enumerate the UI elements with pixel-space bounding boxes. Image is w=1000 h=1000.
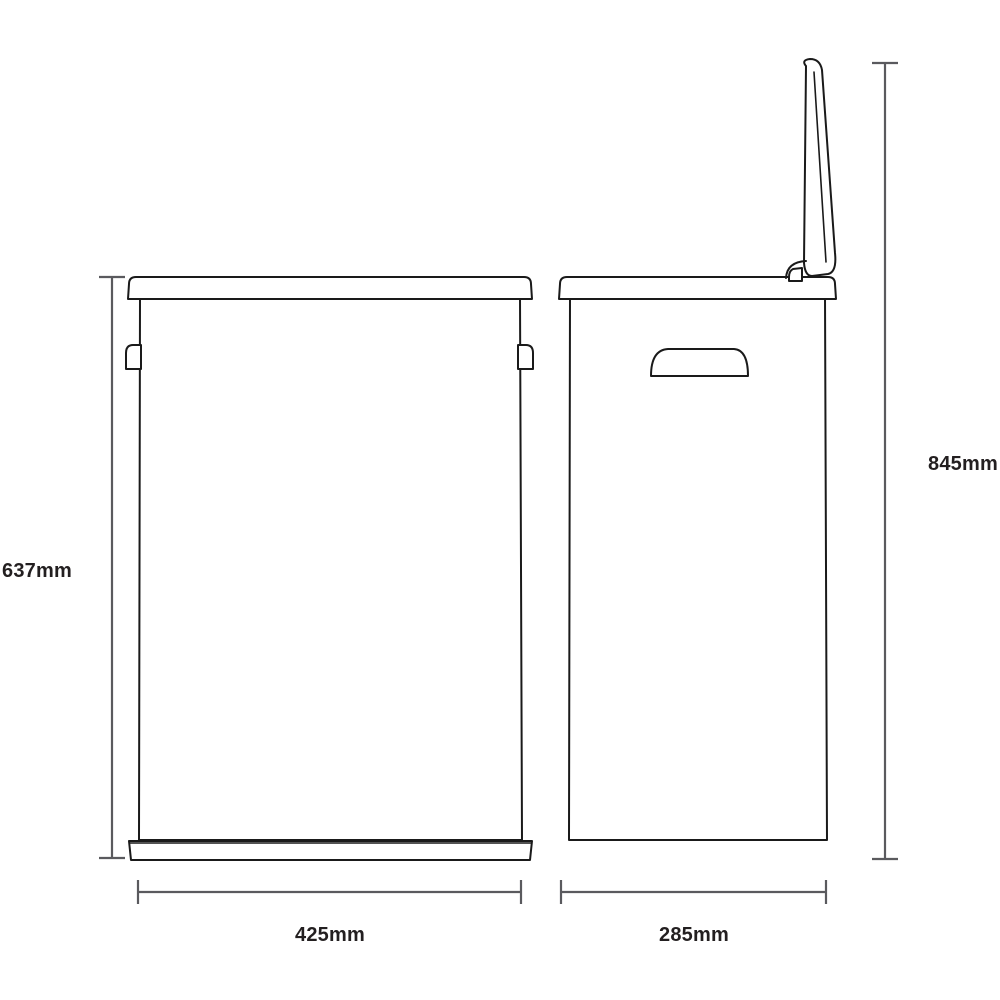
dim-285-label: 285mm bbox=[659, 924, 729, 946]
side-lid-hinge-bracket bbox=[788, 267, 803, 282]
side-carry-handle-recess bbox=[650, 348, 749, 377]
side-elevation-view bbox=[558, 58, 837, 841]
dim-637-label: 637mm bbox=[2, 560, 72, 582]
dimension-height-845: 845mm bbox=[872, 61, 998, 861]
side-body-outline bbox=[568, 295, 828, 841]
front-lid bbox=[127, 276, 533, 300]
dimension-height-637: 637mm bbox=[2, 275, 125, 860]
dimension-depth-285: 285mm bbox=[559, 880, 828, 946]
front-base-plinth bbox=[128, 840, 533, 861]
front-handle-tab-right bbox=[517, 344, 534, 370]
side-lid-hinge-arm bbox=[785, 260, 807, 279]
front-elevation-view bbox=[125, 276, 534, 861]
side-lid-seat bbox=[558, 276, 837, 300]
dim-845-label: 845mm bbox=[928, 453, 998, 475]
side-lid-open-crease bbox=[813, 71, 827, 263]
front-body-outline bbox=[138, 295, 523, 841]
dimension-width-425: 425mm bbox=[136, 880, 523, 946]
dim-425-label: 425mm bbox=[295, 924, 365, 946]
front-handle-tab-left bbox=[125, 344, 142, 370]
